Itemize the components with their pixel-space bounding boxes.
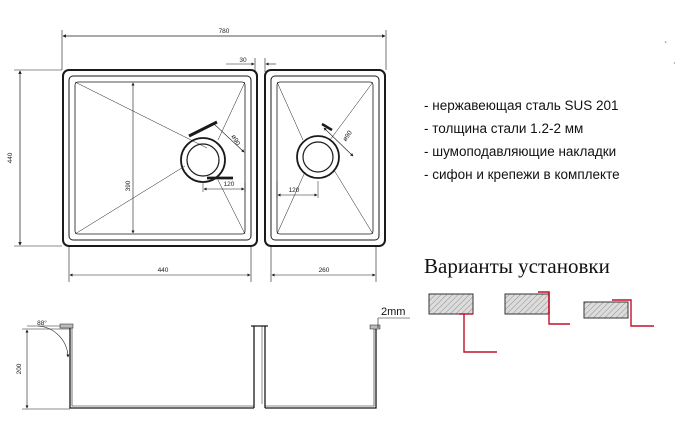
dim-angle: 88° [37,319,47,327]
top-view [14,30,387,282]
dim-440-height: 440 [7,152,14,163]
spec-item: - толщина стали 1.2-2 мм [424,121,584,136]
dim-drain-small: ø90 [342,129,354,143]
large-drain-outer [180,137,226,183]
dim-drain-large: ø90 [229,134,241,148]
install-variant-overmount [583,299,654,327]
large-bowl-floor [74,81,246,235]
spec-item: - нержавеющая сталь SUS 201 [424,98,619,113]
install-variant-undermount [428,293,497,353]
spec-item: - сифон и крепежи в комплекте [424,167,620,182]
large-bowl-rim [68,75,252,241]
corner-mark: ˋ [664,40,668,50]
small-bowl-rim [270,75,380,241]
dim-780: 780 [219,28,230,35]
large-bowl-profile [69,328,254,409]
small-bowl-floor [276,81,374,235]
small-bowl-profile [265,328,377,409]
install-variant-flush [504,291,570,325]
thickness-label: 2mm [381,306,405,318]
specs-list: - нержавеющая сталь SUS 201 - толщина ст… [424,94,620,186]
dim-440-width: 440 [158,267,169,274]
corner-mark-2: · [673,59,676,68]
dim-390: 390 [125,180,132,191]
dim-30: 30 [239,57,247,64]
small-drain-inner [302,141,334,173]
dim-120-small: 120 [289,187,300,194]
large-drain-inner [186,143,220,177]
small-bowl-outer [264,69,386,247]
spec-item: - шумоподавляющие накладки [424,144,617,159]
large-bowl-outer [62,69,258,247]
dim-260-width: 260 [319,267,330,274]
section-view [22,317,410,410]
dim-120-large: 120 [224,181,235,188]
installation-title: Варианты установки [424,254,610,278]
small-drain-outer [296,135,340,179]
dim-200: 200 [16,363,23,374]
